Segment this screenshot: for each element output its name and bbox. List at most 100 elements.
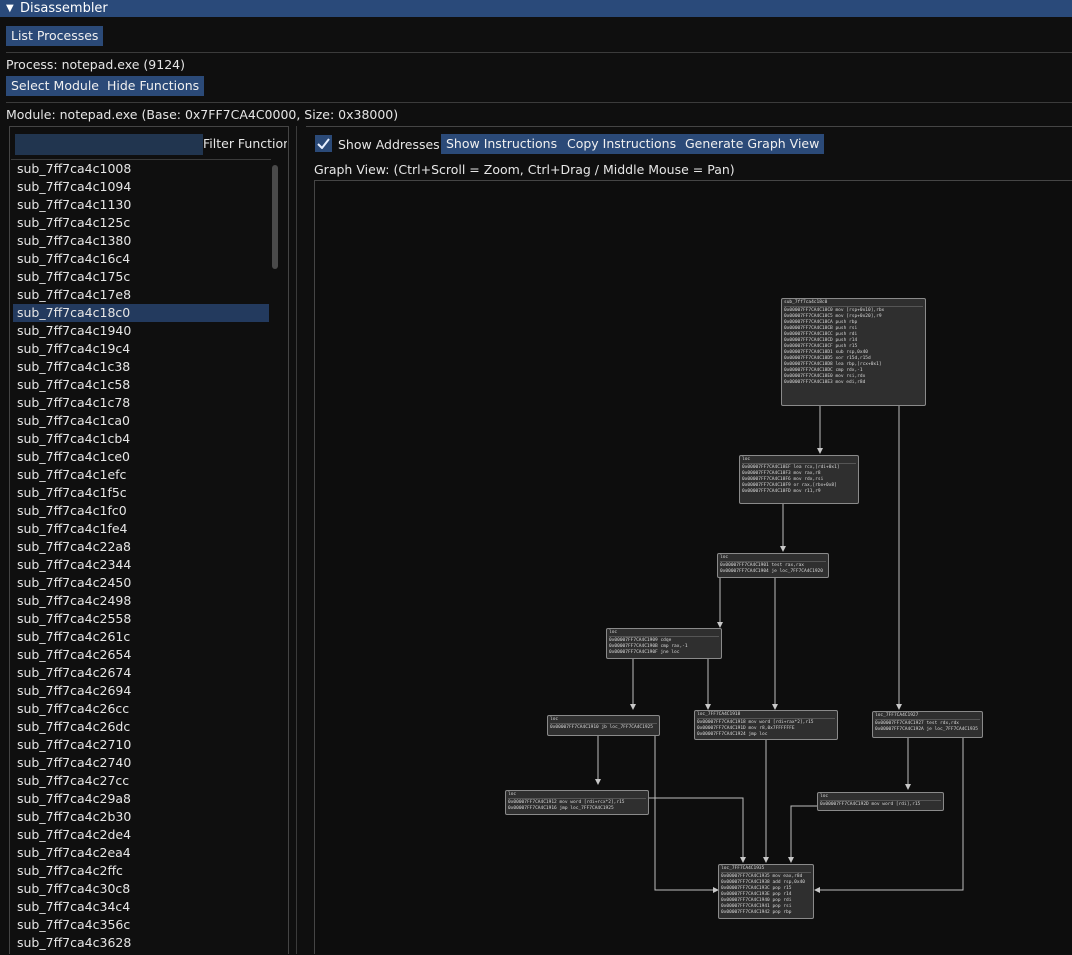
graph-node-instruction: 0x00007FF7CA4C1916 jmp loc_7FF7CA4C1925 <box>508 806 614 811</box>
function-list-item[interactable]: sub_7ff7ca4c22a8 <box>17 539 132 554</box>
graph-node-instruction: 0x00007FF7CA4C18F9 or rax,[rbx+0x8] <box>742 483 837 488</box>
function-list-item[interactable]: sub_7ff7ca4c1094 <box>17 179 132 194</box>
graph-node-instruction: 0x00007FF7CA4C18CF push r15 <box>784 344 858 349</box>
function-list-item[interactable]: sub_7ff7ca4c356c <box>17 917 131 932</box>
filter-functions-input[interactable] <box>15 134 203 155</box>
function-list-item[interactable]: sub_7ff7ca4c1940 <box>17 323 132 338</box>
panel-splitter[interactable] <box>296 126 297 954</box>
function-list-item[interactable]: sub_7ff7ca4c1fe4 <box>17 521 128 536</box>
function-list-item[interactable]: sub_7ff7ca4c2694 <box>17 683 132 698</box>
graph-node-header: loc_7FF7CA4C1935 <box>721 866 811 873</box>
graph-node-instruction: 0x00007FF7CA4C18FD mov r11,r9 <box>742 489 821 494</box>
graph-edge <box>654 736 719 893</box>
function-list-item[interactable]: sub_7ff7ca4c26dc <box>17 719 131 734</box>
graph-edge <box>788 805 830 863</box>
module-label: Module: notepad.exe (Base: 0x7FF7CA4C000… <box>6 107 399 122</box>
graph-node-instruction: 0x00007FF7CA4C18E0 mov rsi,rdx <box>784 374 866 379</box>
window-title-bar[interactable]: ▼ Disassembler <box>0 0 1072 17</box>
function-list-item[interactable]: sub_7ff7ca4c26cc <box>17 701 130 716</box>
graph-node-instruction: 0x00007FF7CA4C18D5 xor r15d,r15d <box>784 356 871 361</box>
function-list-item[interactable]: sub_7ff7ca4c125c <box>17 215 131 230</box>
graph-node-instruction: 0x00007FF7CA4C1909 cdqe <box>609 638 672 643</box>
graph-node-instruction: 0x00007FF7CA4C18C0 mov [rsp+0x10],rbx <box>784 308 885 313</box>
graph-node-instruction: 0x00007FF7CA4C18CC push rdi <box>784 332 858 337</box>
function-list-item[interactable]: sub_7ff7ca4c175c <box>17 269 131 284</box>
function-list-item[interactable]: sub_7ff7ca4c2654 <box>17 647 132 662</box>
function-list-item[interactable]: sub_7ff7ca4c1c78 <box>17 395 131 410</box>
select-module-button[interactable]: Select Module <box>6 76 104 96</box>
graph-node-header: loc <box>609 630 719 637</box>
hide-functions-button[interactable]: Hide Functions <box>102 76 205 96</box>
generate-graph-view-button[interactable]: Generate Graph View <box>680 134 825 154</box>
show-addresses-checkbox[interactable] <box>315 135 332 152</box>
function-list[interactable]: sub_7ff7ca4c1008 sub_7ff7ca4c1094 sub_7ff7… <box>11 159 271 955</box>
function-list-item[interactable]: sub_7ff7ca4c1f5c <box>17 485 127 500</box>
function-list-item[interactable]: sub_7ff7ca4c1380 <box>17 233 132 248</box>
graph-node-instruction: 0x00007FF7CA4C190F jne loc <box>609 650 680 655</box>
function-list-item[interactable]: sub_7ff7ca4c2ea4 <box>17 845 131 860</box>
function-list-item[interactable]: sub_7ff7ca4c27cc <box>17 773 130 788</box>
function-list-item[interactable]: sub_7ff7ca4c2450 <box>17 575 132 590</box>
graph-node-instruction: 0x00007FF7CA4C1924 jmp loc <box>697 732 768 737</box>
graph-node-instruction: 0x00007FF7CA4C192D mov word [rdi],r15 <box>820 802 921 807</box>
function-list-item[interactable]: sub_7ff7ca4c2b30 <box>17 809 132 824</box>
function-list-item[interactable]: sub_7ff7ca4c1130 <box>17 197 132 212</box>
function-list-item[interactable]: sub_7ff7ca4c2ffc <box>17 863 123 878</box>
function-list-item[interactable]: sub_7ff7ca4c1efc <box>17 467 127 482</box>
function-list-item[interactable]: sub_7ff7ca4c3628 <box>17 935 132 950</box>
scrollbar-thumb[interactable] <box>272 165 278 269</box>
window-title: Disassembler <box>20 1 108 16</box>
graph-view-label: Graph View: (Ctrl+Scroll = Zoom, Ctrl+Dr… <box>314 162 735 177</box>
function-list-item[interactable]: sub_7ff7ca4c19c4 <box>17 341 131 356</box>
graph-node-instruction: 0x00007FF7CA4C18CD push r14 <box>784 338 858 343</box>
list-processes-button[interactable]: List Processes <box>6 26 104 46</box>
function-list-item[interactable]: sub_7ff7ca4c261c <box>17 629 131 644</box>
graph-node-instruction: 0x00007FF7CA4C1940 pop rdi <box>721 898 792 903</box>
graph-edges <box>595 406 964 893</box>
function-list-item[interactable]: sub_7ff7ca4c2710 <box>17 737 132 752</box>
graph-node-header: loc <box>550 717 657 724</box>
function-list-item[interactable]: sub_7ff7ca4c1008 <box>17 161 132 176</box>
function-list-item[interactable]: sub_7ff7ca4c2674 <box>17 665 132 680</box>
function-list-item[interactable]: sub_7ff7ca4c18c0 <box>13 304 269 322</box>
function-list-item[interactable]: sub_7ff7ca4c1c38 <box>17 359 131 374</box>
triangle-down-icon[interactable]: ▼ <box>6 3 14 14</box>
function-list-item[interactable]: sub_7ff7ca4c2558 <box>17 611 132 626</box>
function-list-item[interactable]: sub_7ff7ca4c1ce0 <box>17 449 130 464</box>
function-list-item[interactable]: sub_7ff7ca4c2498 <box>17 593 132 608</box>
graph-node-instruction: 0x00007FF7CA4C190B cmp rax,-1 <box>609 644 688 649</box>
graph-node-instruction: 0x00007FF7CA4C18F6 mov rdx,rsi <box>742 477 824 482</box>
function-list-item[interactable]: sub_7ff7ca4c17e8 <box>17 287 132 302</box>
graph-node-instruction: 0x00007FF7CA4C18CA push rbp <box>784 320 858 325</box>
function-list-item[interactable]: sub_7ff7ca4c1ca0 <box>17 413 130 428</box>
function-list-item[interactable]: sub_7ff7ca4c2740 <box>17 755 132 770</box>
divider <box>6 52 1072 53</box>
copy-instructions-button[interactable]: Copy Instructions <box>562 134 682 154</box>
function-list-item[interactable]: sub_7ff7ca4c1c58 <box>17 377 131 392</box>
function-list-item[interactable]: sub_7ff7ca4c30c8 <box>17 881 131 896</box>
function-list-item[interactable]: sub_7ff7ca4c1cb4 <box>17 431 131 446</box>
function-list-item[interactable]: sub_7ff7ca4c34c4 <box>17 899 131 914</box>
function-list-item[interactable]: sub_7ff7ca4c2344 <box>17 557 132 572</box>
function-list-item[interactable]: sub_7ff7ca4c1fc0 <box>17 503 127 518</box>
function-list-item[interactable]: sub_7ff7ca4c2de4 <box>17 827 132 842</box>
show-instructions-button[interactable]: Show Instructions <box>441 134 563 154</box>
graph-node-instruction: 0x00007FF7CA4C1912 mov word [rdi+rcx*2],… <box>508 800 625 805</box>
graph-node-instruction: 0x00007FF7CA4C18D8 lea rbp,[rcx+0x1] <box>784 362 882 367</box>
function-list-item[interactable]: sub_7ff7ca4c29a8 <box>17 791 132 806</box>
process-label: Process: notepad.exe (9124) <box>6 57 185 72</box>
function-list-item[interactable]: sub_7ff7ca4c16c4 <box>17 251 131 266</box>
function-list-scrollbar[interactable] <box>269 161 281 955</box>
graph-node-instruction: 0x00007FF7CA4C192A je loc_7FF7CA4C1935 <box>875 727 978 732</box>
